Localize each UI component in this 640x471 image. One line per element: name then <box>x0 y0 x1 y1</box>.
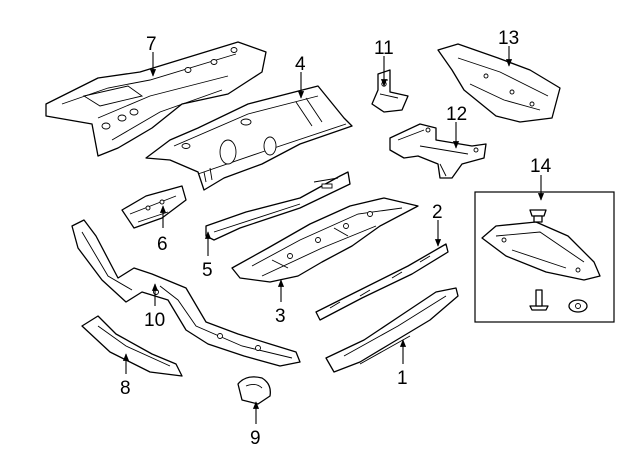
callout-7: 7 <box>146 34 157 55</box>
part-13-floor-extension[interactable] <box>437 43 561 123</box>
part-12-cross-member[interactable] <box>389 123 487 179</box>
callout-10: 10 <box>144 310 165 331</box>
part-14-kit-box[interactable] <box>474 191 615 323</box>
callout-2: 2 <box>432 202 443 223</box>
callout-12: 12 <box>446 104 467 125</box>
callout-8: 8 <box>120 378 131 399</box>
callout-3: 3 <box>275 306 286 327</box>
callout-11: 11 <box>374 38 394 59</box>
callout-5: 5 <box>202 260 213 281</box>
part-6-bracket[interactable] <box>121 185 187 229</box>
part-3-front-floor-pan[interactable] <box>231 197 419 283</box>
leader-lines <box>122 46 545 424</box>
callout-14: 14 <box>530 156 552 177</box>
callout-4: 4 <box>295 54 306 75</box>
callout-13: 13 <box>498 28 519 49</box>
part-11-bracket[interactable] <box>371 69 409 113</box>
part-9-plug[interactable] <box>237 376 271 405</box>
callout-6: 6 <box>157 234 168 255</box>
part-10-frame-rail[interactable] <box>71 219 301 367</box>
callout-1: 1 <box>397 368 408 389</box>
part-2-strip[interactable] <box>315 243 449 321</box>
part-5-sill-reinforcement[interactable] <box>205 171 351 241</box>
part-4-center-floor-tunnel[interactable] <box>145 85 353 191</box>
callout-9: 9 <box>250 428 261 449</box>
part-8-bracket[interactable] <box>81 315 183 377</box>
part-7-rear-floor-pan[interactable] <box>45 41 267 157</box>
